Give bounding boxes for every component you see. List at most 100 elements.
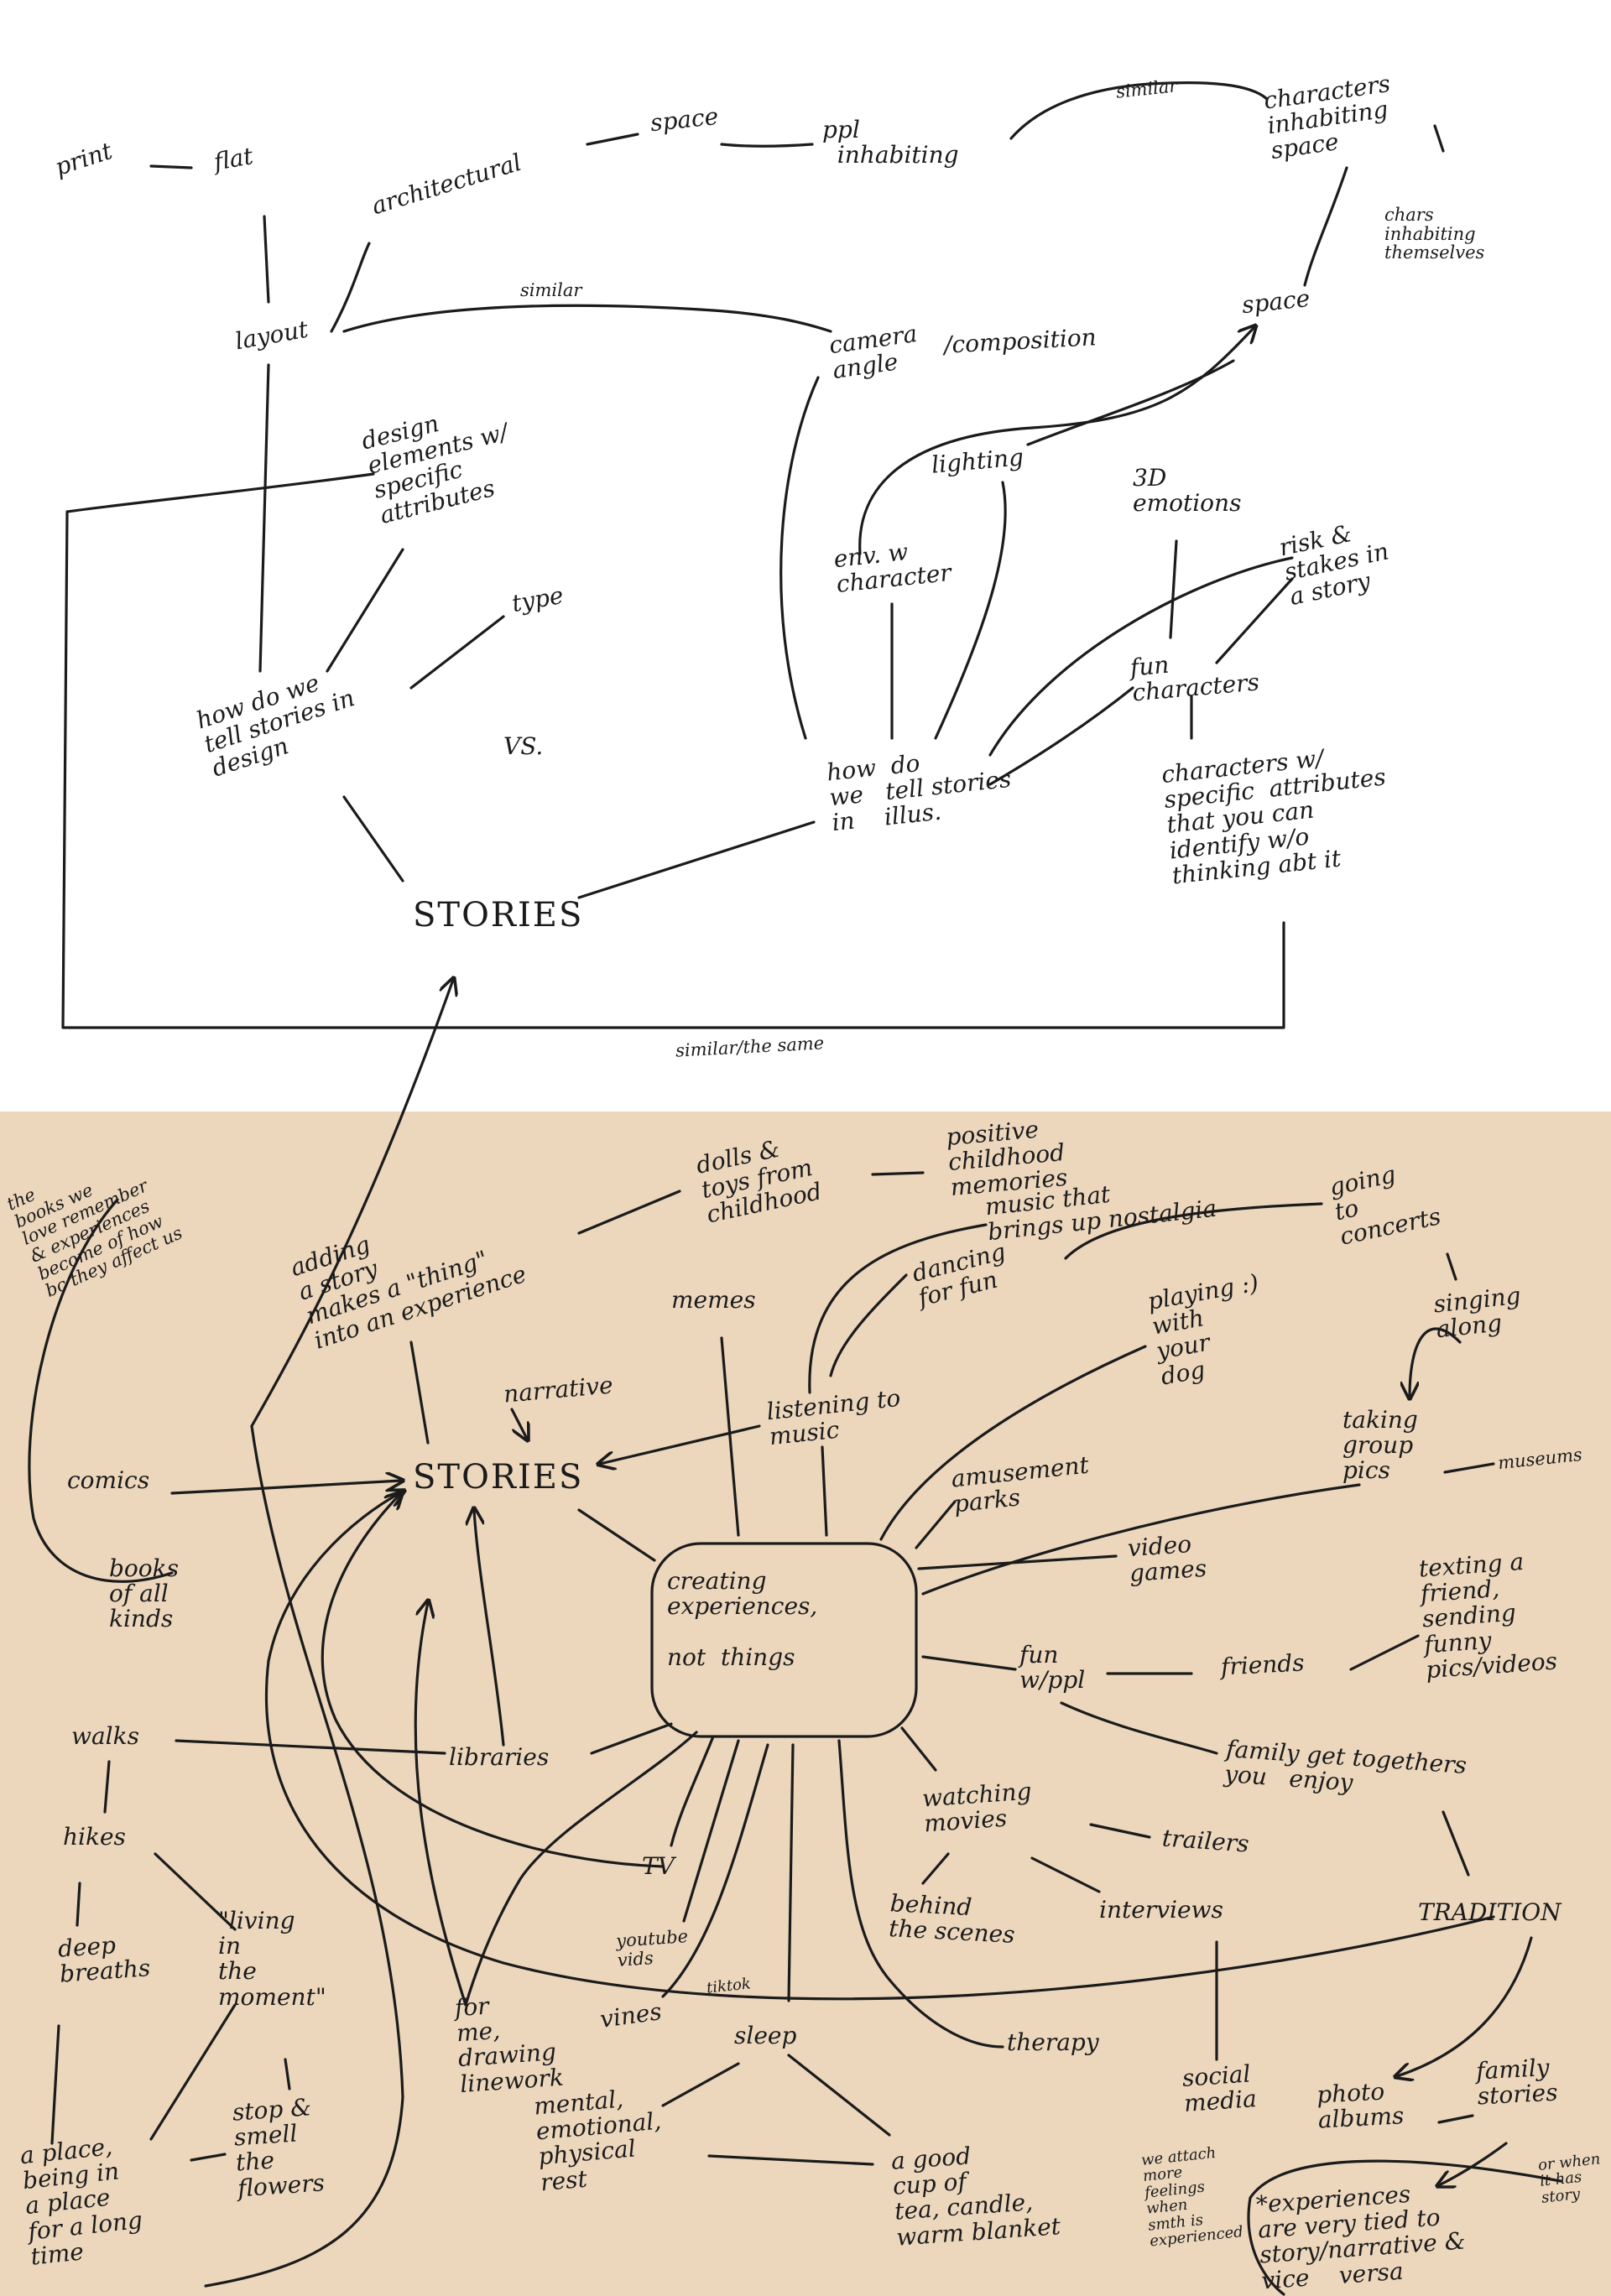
line-hikes-deep xyxy=(76,1882,81,1927)
label-trailers: trailers xyxy=(1161,1824,1250,1858)
label-playing-dog: playing :) with your dog xyxy=(1145,1268,1261,1391)
line-design-how xyxy=(326,548,404,673)
line-amusement-center xyxy=(915,1500,957,1549)
label-family-stories: family stories xyxy=(1475,2053,1559,2111)
top-white-sheet xyxy=(0,0,1611,1112)
line-place-stop xyxy=(190,2153,227,2162)
line-sleep-cup xyxy=(787,2054,891,2137)
line-how-stories xyxy=(342,795,404,882)
arrow-family-experiences xyxy=(1439,2142,1508,2185)
line-family-tradition xyxy=(1442,1810,1470,1877)
line-taking-center xyxy=(921,1483,1361,1596)
label-singing-along: singing along xyxy=(1431,1281,1522,1344)
label-libraries: libraries xyxy=(449,1743,550,1771)
line-risk-fun xyxy=(1215,577,1294,664)
label-mental-rest: mental, emotional, physical rest xyxy=(532,2085,663,2196)
arrow-drawing-stories xyxy=(414,1602,467,2007)
label-for-me-drawing: for me, drawing linework xyxy=(453,1991,565,2098)
label-therapy: therapy xyxy=(1007,2028,1099,2056)
label-good-cup: a good cup of tea, candle, warm blanket xyxy=(889,2142,1061,2252)
line-center-drawing xyxy=(464,1731,698,2007)
line-watching-interviews xyxy=(1030,1856,1101,1893)
arrow-listening-stories xyxy=(600,1424,761,1464)
line-walks-libraries xyxy=(175,1739,446,1755)
label-similar-2: similar xyxy=(520,280,582,300)
line-design-loop xyxy=(61,472,1285,1029)
label-walks: walks xyxy=(71,1722,139,1750)
line-ppl-characters xyxy=(1009,81,1269,140)
label-hikes: hikes xyxy=(63,1823,126,1851)
arrow-tradition-photo xyxy=(1397,1936,1533,2076)
label-memes: memes xyxy=(671,1286,756,1314)
line-lighting-how-illus xyxy=(934,481,1007,740)
label-fun-characters: fun characters xyxy=(1129,650,1261,707)
line-center-tv xyxy=(670,1735,715,1847)
label-a-place: a place, being in a place for a long tim… xyxy=(18,2132,144,2271)
line-stories-how-illus xyxy=(577,820,816,899)
line-hikes-living xyxy=(154,1852,237,1931)
line-architectural-space xyxy=(586,133,639,146)
line-memes-center xyxy=(720,1336,740,1537)
label-deep-breaths: deep breaths xyxy=(56,1931,152,1988)
line-photo-family xyxy=(1437,2114,1474,2124)
arrow-tradition-stories xyxy=(264,1492,1495,2001)
label-characters-specific: characters w/ specific attributes that y… xyxy=(1160,744,1388,890)
line-center-fun-ppl xyxy=(921,1655,1017,1671)
line-center-youtube xyxy=(682,1739,740,1923)
line-sleep-mental xyxy=(661,2062,740,2107)
line-fun-how-illus xyxy=(988,686,1134,786)
line-dancing-listening xyxy=(829,1273,908,1377)
arrow-singing-taking xyxy=(1410,1327,1462,1397)
label-friends: friends xyxy=(1220,1648,1306,1681)
line-taking-museums xyxy=(1443,1462,1495,1474)
creating-experiences-box xyxy=(650,1542,918,1738)
label-comics: comics xyxy=(67,1466,150,1494)
line-space-ppl xyxy=(720,143,814,148)
line-concerts-singing xyxy=(1446,1252,1457,1281)
line-mental-cup xyxy=(707,2154,874,2166)
label-or-when-story: or when it has story xyxy=(1537,2150,1602,2207)
line-stories-center xyxy=(577,1508,656,1562)
label-living-moment: "living in the moment" xyxy=(218,1907,326,2011)
label-tradition: TRADITION xyxy=(1418,1898,1561,1926)
arrow-tv-stories xyxy=(321,1493,665,1868)
line-listening-center xyxy=(821,1445,828,1537)
line-experiences-loop xyxy=(1247,2159,1562,2296)
label-stories-top: STORIES xyxy=(413,896,584,935)
label-interviews: interviews xyxy=(1099,1896,1223,1924)
line-type-how xyxy=(409,615,505,690)
label-video-games: video games xyxy=(1126,1529,1208,1588)
line-lighting-space xyxy=(1026,359,1235,446)
label-books-all-kinds: books of all kinds xyxy=(109,1554,179,1633)
line-deep-place xyxy=(50,2024,60,2145)
label-stories-bottom: STORIES xyxy=(413,1458,584,1497)
line-flat-layout xyxy=(263,215,270,304)
line-layout-camera xyxy=(342,304,832,333)
line-living-place xyxy=(149,2003,237,2141)
label-stop-smell: stop & smell the flowers xyxy=(231,2093,326,2203)
line-print-flat xyxy=(149,164,193,169)
line-center-therapy xyxy=(837,1739,1004,2049)
label-ppl-inhabiting: ppl inhabiting xyxy=(822,116,959,169)
label-taking-pics: taking group pics xyxy=(1342,1406,1418,1485)
line-music-listening xyxy=(808,1223,988,1394)
line-video-center xyxy=(917,1554,1118,1570)
line-dolls-memories xyxy=(871,1171,925,1176)
bottom-tan-sheet xyxy=(0,1112,1611,2296)
line-adding-stories xyxy=(409,1341,430,1445)
line-friends-texting xyxy=(1349,1634,1420,1671)
label-3d-emotions: 3D emotions xyxy=(1133,464,1242,518)
line-emotions-fun xyxy=(1169,539,1178,639)
label-watching-movies: watching movies xyxy=(920,1777,1033,1838)
label-creating-experiences: creating experiences, not things xyxy=(667,1567,818,1671)
label-experiences-tied: *experiences are very tied to story/narr… xyxy=(1254,2179,1467,2295)
line-concerts-dancing xyxy=(1064,1202,1323,1260)
line-center-watching xyxy=(900,1726,937,1772)
line-walks-hikes xyxy=(103,1760,111,1814)
label-fun-ppl: fun w/ppl xyxy=(1019,1641,1086,1695)
line-characters-chars xyxy=(1433,124,1445,153)
label-behind-scenes: behind the scenes xyxy=(888,1889,1016,1950)
arrow-narrative-stories xyxy=(510,1408,527,1439)
line-center-vines xyxy=(661,1743,769,1998)
